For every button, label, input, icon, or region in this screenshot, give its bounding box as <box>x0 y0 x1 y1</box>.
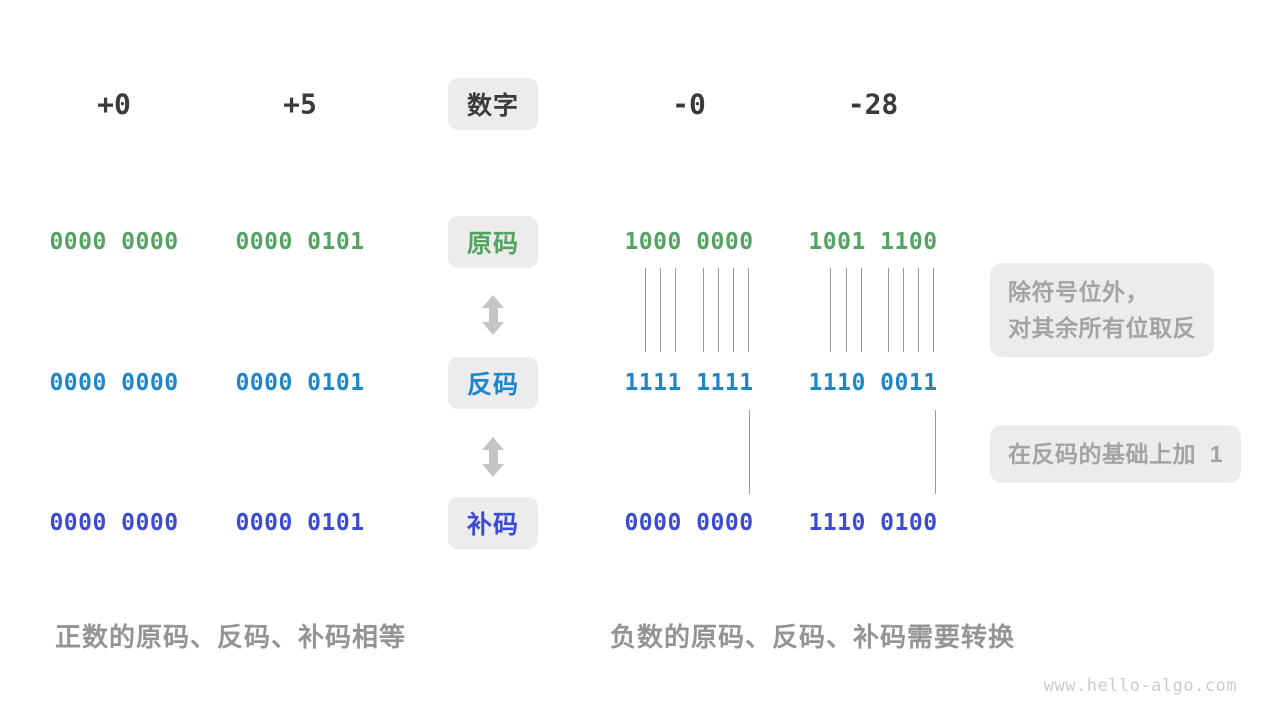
bit-flip-line <box>933 268 934 352</box>
bit-flip-line <box>918 268 919 352</box>
twos-complement-plus0: 0000 0000 <box>49 510 179 536</box>
sign-magnitude-plus0: 0000 0000 <box>49 229 179 255</box>
arrow-stem <box>488 308 498 322</box>
bit-flip-line <box>846 268 847 352</box>
arrow-head-up <box>482 437 504 450</box>
flip-annotation: 除符号位外， 对其余所有位取反 <box>990 263 1214 357</box>
caption-negative: 负数的原码、反码、补码需要转换 <box>610 622 1016 652</box>
sign-magnitude-minus0: 1000 0000 <box>624 229 754 255</box>
double-arrow-icon <box>482 295 504 335</box>
header-minus-28: -28 <box>847 87 899 121</box>
header-plus-0: +0 <box>97 87 131 121</box>
ones-complement-plus5: 0000 0101 <box>235 370 365 396</box>
caption-positive: 正数的原码、反码、补码相等 <box>55 622 407 652</box>
header-minus-0: -0 <box>672 87 706 121</box>
sign-magnitude-minus28: 1001 1100 <box>808 229 938 255</box>
ones-complement-minus28: 1110 0011 <box>808 370 938 396</box>
arrow-stem <box>488 450 498 464</box>
sign-magnitude-plus5: 0000 0101 <box>235 229 365 255</box>
arrow-head-up <box>482 295 504 308</box>
bit-flip-line <box>675 268 676 352</box>
twos-complement-minus0: 0000 0000 <box>624 510 754 536</box>
add-one-line-minus0 <box>749 410 750 494</box>
ones-complement-minus0: 1111 1111 <box>624 370 754 396</box>
arrow-head-down <box>482 464 504 477</box>
ones-complement-plus0: 0000 0000 <box>49 370 179 396</box>
bit-flip-line <box>830 268 831 352</box>
bit-flip-line <box>903 268 904 352</box>
watermark: www.hello-algo.com <box>1043 676 1237 696</box>
add-one-annotation: 在反码的基础上加 1 <box>990 425 1242 483</box>
add-one-line-minus28 <box>935 410 936 494</box>
twos-complement-label-box: 补码 <box>447 497 539 549</box>
twos-complement-plus5: 0000 0101 <box>235 510 365 536</box>
bit-flip-line <box>718 268 719 352</box>
twos-complement-minus28: 1110 0100 <box>808 510 938 536</box>
bit-flip-line <box>645 268 646 352</box>
ones-complement-label-box: 反码 <box>447 357 539 409</box>
sign-magnitude-label-box: 原码 <box>447 216 539 268</box>
bit-flip-line <box>703 268 704 352</box>
bit-flip-line <box>861 268 862 352</box>
header-label-box: 数字 <box>447 78 539 130</box>
header-plus-5: +5 <box>283 87 317 121</box>
arrow-head-down <box>482 322 504 335</box>
bit-flip-line <box>733 268 734 352</box>
double-arrow-icon <box>482 437 504 477</box>
bit-flip-line <box>748 268 749 352</box>
bit-flip-line <box>660 268 661 352</box>
bit-flip-line <box>888 268 889 352</box>
